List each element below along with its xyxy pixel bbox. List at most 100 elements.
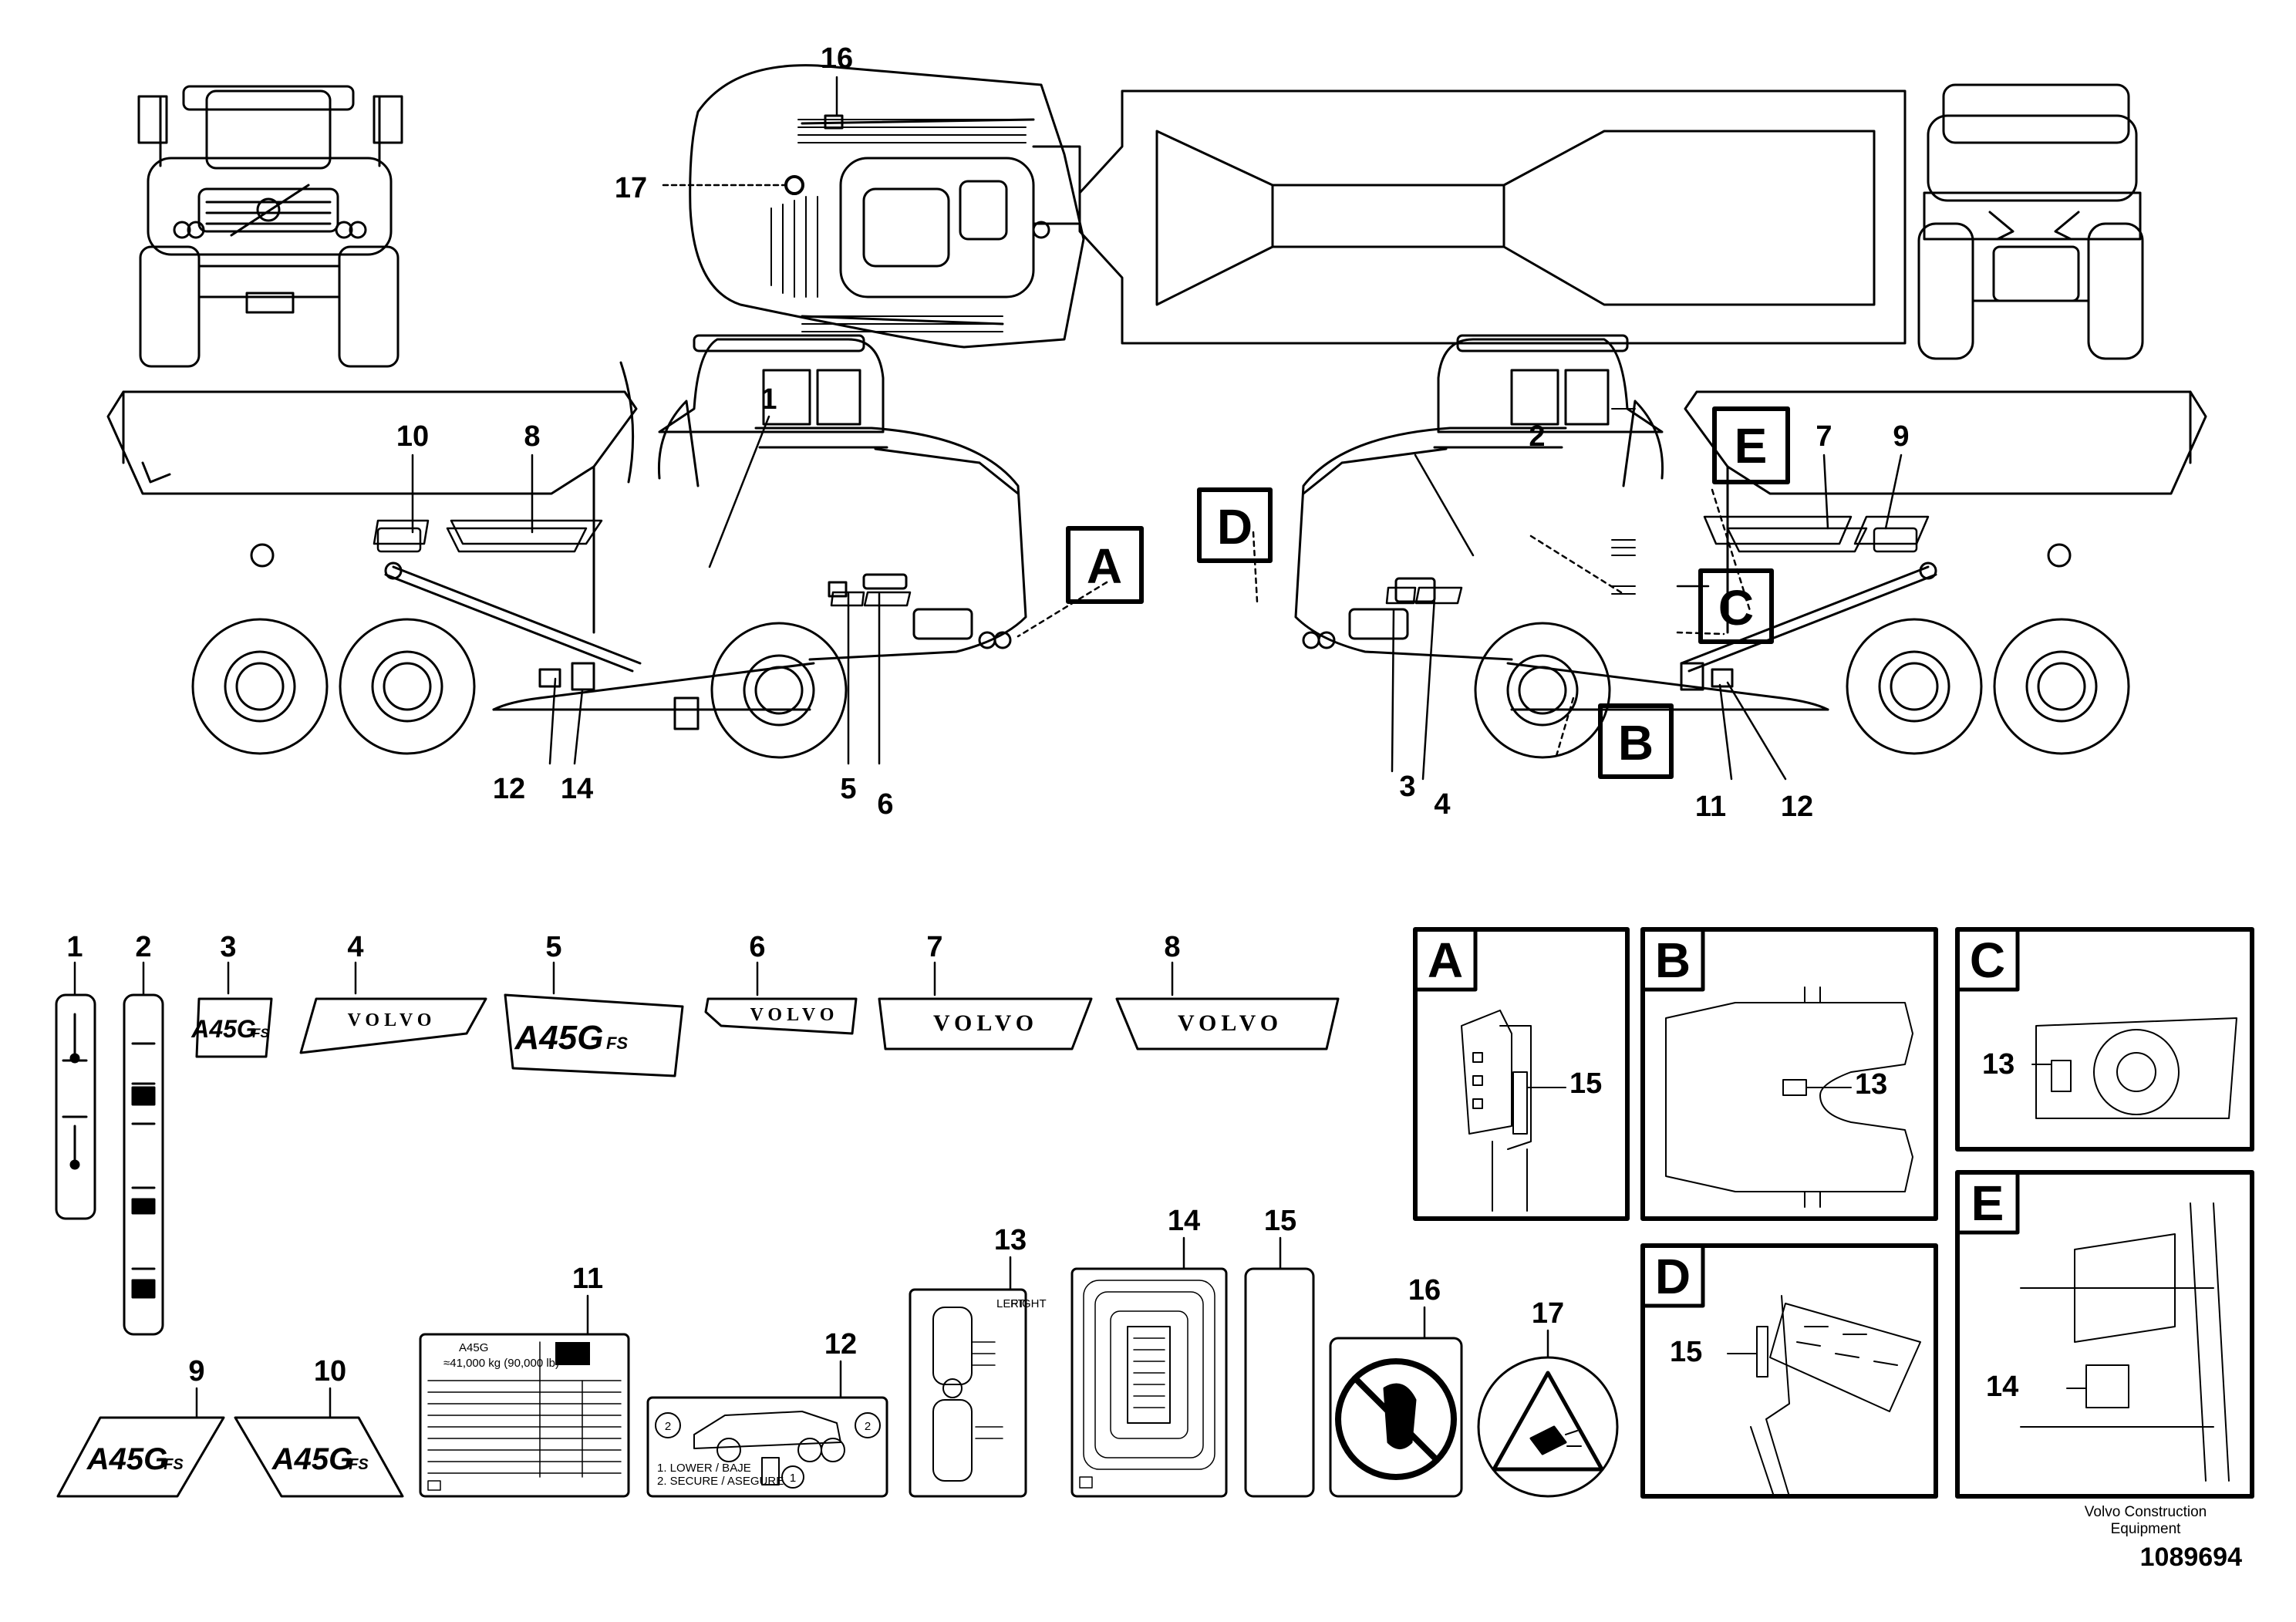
decal-item-1 xyxy=(55,993,96,1220)
item-7-number: 7 xyxy=(926,931,942,963)
company-name-line1: Volvo Construction xyxy=(2084,1504,2207,1520)
decal-item-11: A45G ≈41,000 kg (90,000 lb) xyxy=(419,1333,630,1498)
callout-6-left: 6 xyxy=(877,788,893,821)
view-C-label: C xyxy=(1970,932,2005,988)
callout-12-left: 12 xyxy=(493,773,525,805)
plate13-right: RIGHT xyxy=(1010,1297,1047,1310)
callout-7: 7 xyxy=(1816,420,1832,453)
truck-right-side-view xyxy=(1294,334,2207,759)
plate12-num2-right: 2 xyxy=(865,1420,871,1433)
decal-6-brand: VOLVO xyxy=(750,1005,839,1025)
callout-5-left: 5 xyxy=(840,773,856,805)
view-D-callout: 15 xyxy=(1670,1336,1702,1368)
detail-view-E: E 14 xyxy=(1955,1170,2254,1499)
callout-16-top: 16 xyxy=(821,42,853,75)
item-12-number: 12 xyxy=(824,1328,857,1361)
decal-9-model: A45G xyxy=(86,1442,168,1476)
decal-item-2 xyxy=(123,993,164,1336)
callouts-middle: 10 8 1 12 14 5 6 2 7 9 3 4 11 12 16 17 xyxy=(396,42,1910,823)
decal-item-13: LEFT RIGHT xyxy=(909,1288,1047,1498)
decal-item-15 xyxy=(1244,1267,1315,1498)
item-6-number: 6 xyxy=(749,931,765,963)
callout-1: 1 xyxy=(760,383,777,416)
truck-front-view xyxy=(137,85,403,368)
decal-item-8: VOLVO xyxy=(1115,997,1340,1050)
callout-8: 8 xyxy=(524,420,540,453)
decal-4-brand: VOLVO xyxy=(348,1010,437,1030)
callout-10: 10 xyxy=(396,420,429,453)
item-17-number: 17 xyxy=(1532,1297,1564,1330)
view-E-callout: 14 xyxy=(1986,1371,2018,1403)
plate12-num2-left: 2 xyxy=(665,1420,671,1433)
decal-item-16 xyxy=(1329,1337,1463,1498)
item-15-number: 15 xyxy=(1264,1205,1296,1237)
view-A-callout: 15 xyxy=(1569,1067,1602,1100)
item-14-number: 14 xyxy=(1168,1205,1200,1237)
view-C-callout: 13 xyxy=(1982,1048,2014,1081)
decal-catalog: 1 2 3 4 5 6 7 8 A45G FS xyxy=(55,931,1619,1498)
top-view-leaders xyxy=(662,76,838,187)
item-1-number: 1 xyxy=(66,931,83,963)
item-13-number: 13 xyxy=(994,1224,1027,1256)
item-4-number: 4 xyxy=(347,931,363,963)
top-view-hatch xyxy=(770,119,1027,332)
callout-11-right: 11 xyxy=(1695,791,1726,823)
decal-5-suffix: FS xyxy=(606,1034,628,1053)
decal-item-4: VOLVO xyxy=(299,997,487,1054)
view-A-label: A xyxy=(1428,932,1463,988)
detail-view-B: B 13 xyxy=(1640,927,1938,1221)
decal-3-suffix: FS xyxy=(252,1026,269,1040)
callout-14-left: 14 xyxy=(561,773,593,805)
plate12-step1: 1. LOWER / BAJE xyxy=(657,1462,751,1475)
decal-9-suffix: FS xyxy=(164,1456,184,1473)
decal-item-12: 2 2 1 1. LOWER / BAJE 2. SECURE / ASEGUR… xyxy=(646,1396,888,1498)
document-number: 1089694 xyxy=(2139,1543,2242,1572)
item-9-number: 9 xyxy=(188,1355,204,1388)
truck-rear-view xyxy=(1917,83,2144,360)
decal-item-14 xyxy=(1070,1267,1228,1498)
plate12-num1: 1 xyxy=(790,1472,796,1485)
view-B-label: B xyxy=(1655,932,1691,988)
decal-10-model: A45G xyxy=(271,1442,353,1476)
decal-5-model: A45G xyxy=(514,1019,604,1057)
decal-item-17 xyxy=(1477,1356,1619,1498)
marker-D: D xyxy=(1217,499,1253,555)
item-10-number: 10 xyxy=(314,1355,346,1388)
detail-view-C: C 13 xyxy=(1955,927,2254,1152)
decal-item-10: A45G FS xyxy=(234,1416,404,1498)
item-3-number: 3 xyxy=(220,931,236,963)
decal-8-brand: VOLVO xyxy=(1178,1010,1283,1036)
decal-item-7: VOLVO xyxy=(878,997,1093,1050)
decal-7-brand: VOLVO xyxy=(933,1010,1038,1036)
view-D-label: D xyxy=(1655,1249,1691,1304)
truck-left-side-view xyxy=(106,334,1027,759)
decal-item-3: A45G FS xyxy=(190,997,273,1058)
view-B-callout: 13 xyxy=(1855,1068,1887,1101)
item-2-number: 2 xyxy=(135,931,151,963)
detail-view-D: D 15 xyxy=(1640,1243,1938,1499)
item-5-number: 5 xyxy=(545,931,561,963)
plate13-left: LEFT xyxy=(996,1297,1025,1310)
decal-10-suffix: FS xyxy=(349,1456,369,1473)
callout-2: 2 xyxy=(1529,420,1545,453)
plate11-title: A45G xyxy=(459,1341,488,1354)
truck-top-view xyxy=(689,64,1907,349)
side-view-decals xyxy=(373,515,1930,607)
view-E-label: E xyxy=(1971,1175,2004,1231)
marker-C: C xyxy=(1718,580,1754,636)
callout-4-right: 4 xyxy=(1434,788,1450,821)
decal-item-5: A45G FS xyxy=(504,993,684,1077)
company-name-line2: Equipment xyxy=(2110,1521,2181,1537)
callout-3-right: 3 xyxy=(1399,771,1415,803)
view-markers: A D E C B xyxy=(1066,406,1790,779)
callout-12-right: 12 xyxy=(1781,791,1813,823)
item-8-number: 8 xyxy=(1164,931,1180,963)
item-16-number: 16 xyxy=(1408,1274,1441,1307)
item-11-number: 11 xyxy=(572,1263,603,1295)
decal-item-6: VOLVO xyxy=(704,997,858,1035)
leader-lines xyxy=(411,415,1903,781)
marker-A: A xyxy=(1087,538,1122,594)
callout-17-top: 17 xyxy=(615,172,647,204)
plate12-step2: 2. SECURE / ASEGURE xyxy=(657,1475,784,1488)
